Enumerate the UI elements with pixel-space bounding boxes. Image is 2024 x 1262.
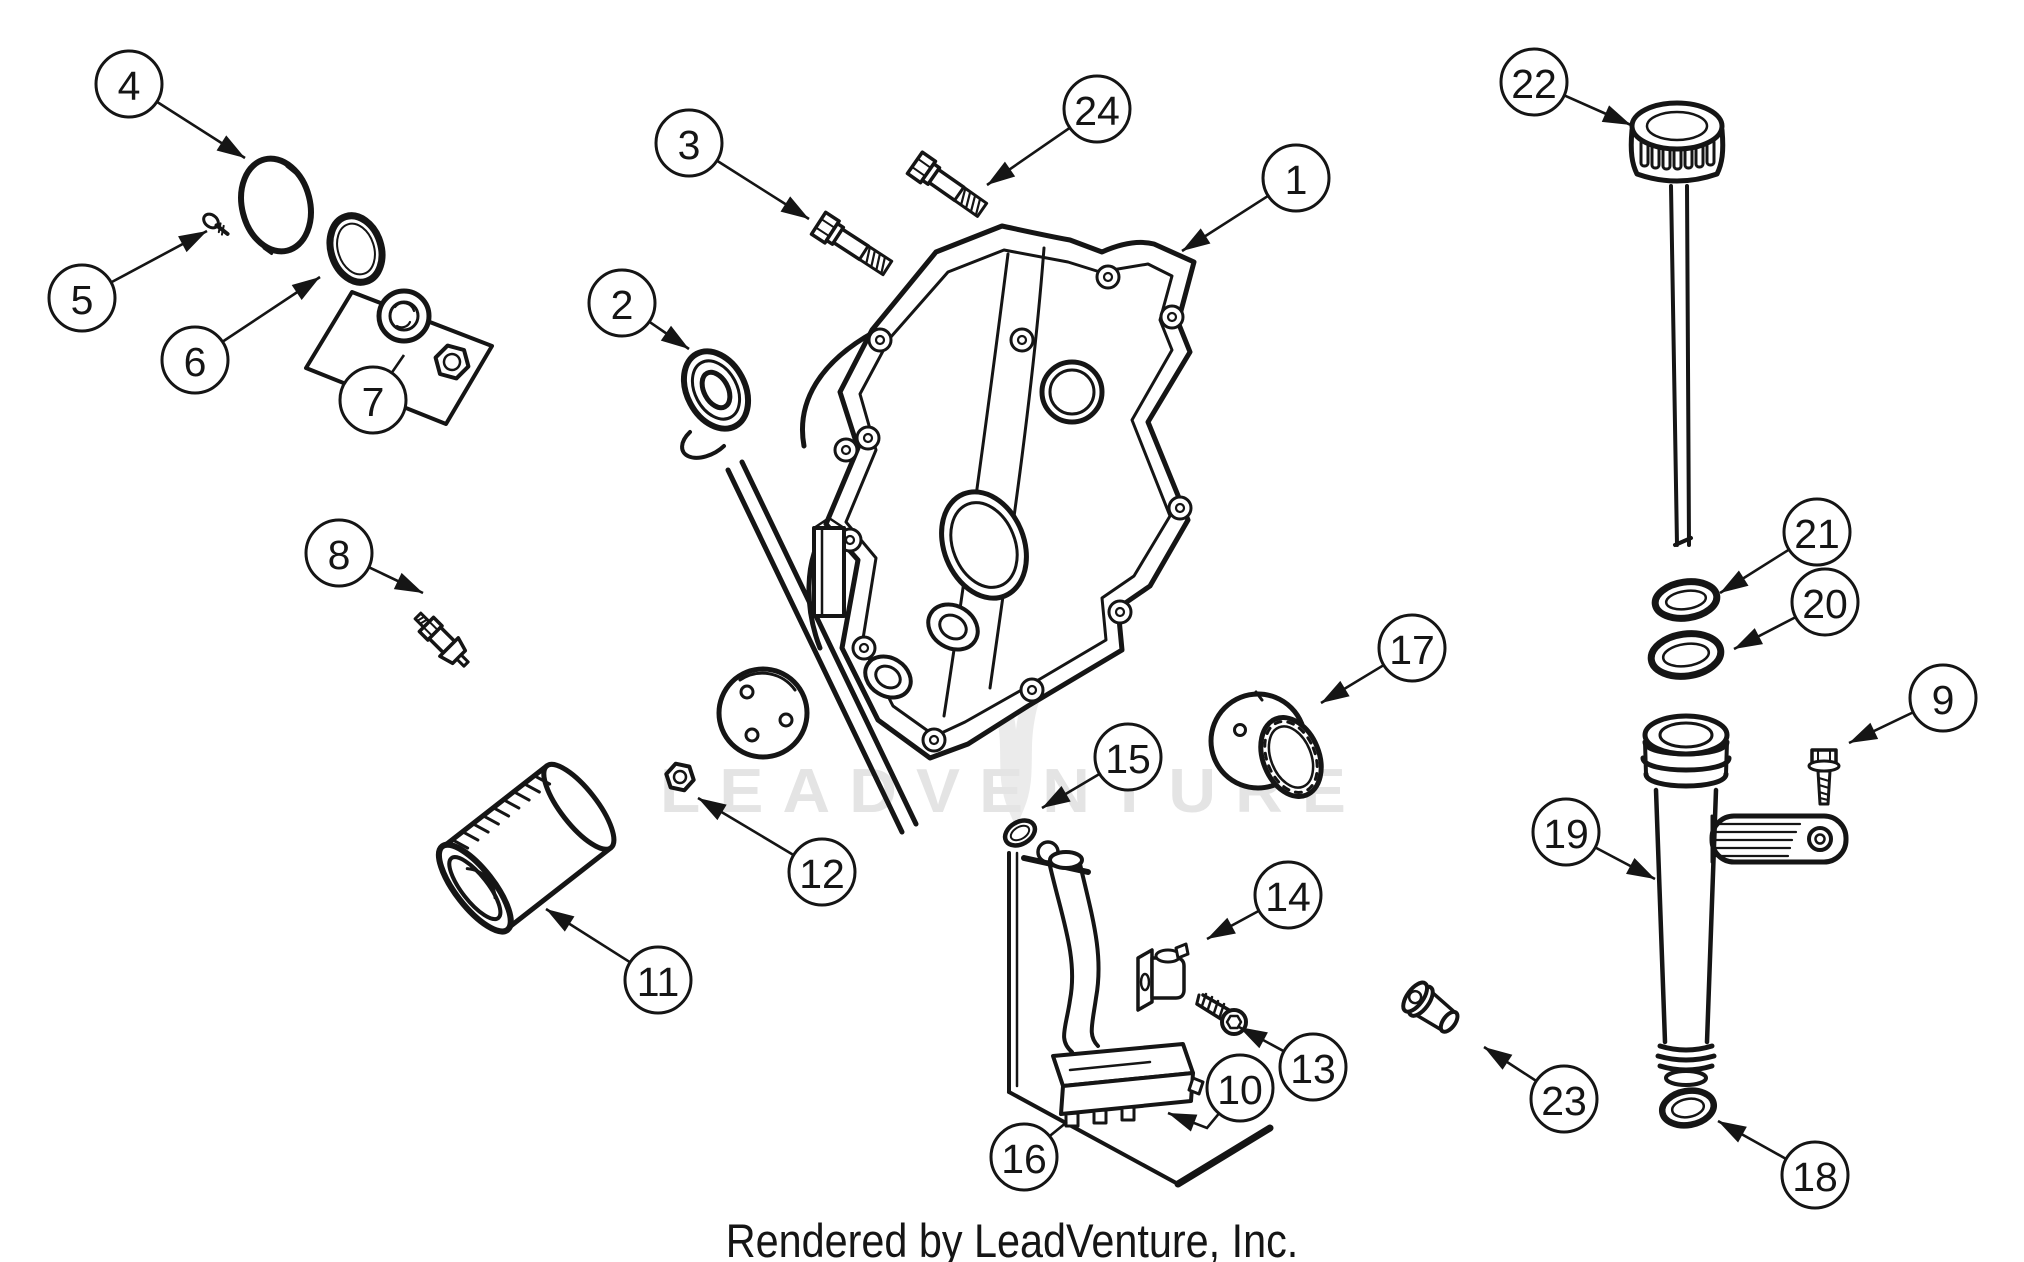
part-bracket-bolt — [1195, 992, 1248, 1036]
callout-number-5[interactable]: 5 — [71, 277, 94, 323]
callout-20[interactable]: 20 — [1733, 567, 1860, 651]
callout-number-20[interactable]: 20 — [1802, 581, 1848, 627]
callout-number-8[interactable]: 8 — [328, 532, 351, 578]
part-bolt-24 — [905, 150, 992, 223]
callout-number-4[interactable]: 4 — [118, 63, 141, 109]
callout-number-1[interactable]: 1 — [1285, 157, 1308, 203]
callout-15[interactable]: 15 — [1041, 722, 1163, 810]
callout-number-16[interactable]: 16 — [1001, 1136, 1047, 1182]
part-small-screw — [202, 212, 230, 236]
callout-13[interactable]: 13 — [1238, 1025, 1348, 1102]
part-oil-seal — [680, 348, 752, 432]
part-oring-20 — [1647, 630, 1725, 680]
callout-2[interactable]: 2 — [587, 268, 690, 351]
callout-10[interactable]: 10 — [1167, 1053, 1275, 1132]
callout-5[interactable]: 5 — [47, 229, 208, 333]
callout-4[interactable]: 4 — [94, 49, 246, 160]
part-bushing — [1208, 690, 1324, 799]
callout-9[interactable]: 9 — [1848, 663, 1978, 745]
callout-number-22[interactable]: 22 — [1511, 61, 1557, 107]
part-oil-seal-lip — [680, 430, 726, 460]
callout-number-17[interactable]: 17 — [1389, 627, 1435, 673]
part-oring-21 — [1651, 578, 1721, 622]
callout-number-24[interactable]: 24 — [1074, 88, 1120, 134]
callout-number-14[interactable]: 14 — [1265, 874, 1311, 920]
callout-3[interactable]: 3 — [654, 108, 810, 221]
callout-17[interactable]: 17 — [1320, 613, 1447, 705]
callout-number-21[interactable]: 21 — [1794, 511, 1840, 557]
part-oring-18 — [1658, 1087, 1718, 1129]
part-oil-filter — [435, 761, 617, 935]
callout-14[interactable]: 14 — [1206, 860, 1323, 941]
callout-number-13[interactable]: 13 — [1290, 1046, 1336, 1092]
part-nut — [664, 761, 696, 793]
callout-18[interactable]: 18 — [1717, 1119, 1850, 1210]
callout-1[interactable]: 1 — [1181, 143, 1331, 253]
callout-24[interactable]: 24 — [986, 74, 1132, 187]
callout-number-23[interactable]: 23 — [1541, 1078, 1587, 1124]
callout-number-19[interactable]: 19 — [1543, 811, 1589, 857]
callout-6[interactable]: 6 — [160, 275, 321, 395]
callout-number-15[interactable]: 15 — [1105, 736, 1151, 782]
part-bearing-kit-plate — [304, 288, 494, 426]
callout-21[interactable]: 21 — [1719, 497, 1852, 595]
callout-number-12[interactable]: 12 — [799, 851, 845, 897]
part-gearcase-cover — [716, 223, 1197, 835]
part-clamp-bracket — [1136, 942, 1190, 1012]
callout-7[interactable]: 7 — [338, 354, 408, 435]
callout-number-6[interactable]: 6 — [184, 339, 207, 385]
callout-23[interactable]: 23 — [1483, 1045, 1599, 1134]
part-dipstick-tube — [1640, 713, 1849, 1087]
footer-credit: Rendered by LeadVenture, Inc. — [725, 1214, 1299, 1262]
callout-number-9[interactable]: 9 — [1932, 677, 1955, 723]
callout-number-2[interactable]: 2 — [611, 282, 634, 328]
callout-number-11[interactable]: 11 — [637, 959, 680, 1005]
part-cap-disc — [238, 155, 314, 256]
callout-number-7[interactable]: 7 — [362, 379, 385, 425]
callout-19[interactable]: 19 — [1531, 797, 1656, 881]
callout-8[interactable]: 8 — [304, 518, 424, 595]
part-plug — [1401, 980, 1460, 1034]
part-oil-pressure-switch — [413, 611, 470, 668]
callout-16[interactable]: 16 — [989, 1120, 1068, 1192]
part-bolt-3 — [809, 210, 897, 281]
callout-number-10[interactable]: 10 — [1217, 1067, 1263, 1113]
part-oring-15 — [1002, 818, 1038, 848]
callout-number-3[interactable]: 3 — [678, 122, 701, 168]
callout-12[interactable]: 12 — [697, 796, 857, 907]
callout-11[interactable]: 11 — [545, 907, 693, 1015]
part-oring-6 — [326, 212, 386, 286]
artwork-layer — [202, 100, 1849, 1188]
part-dipstick — [1628, 100, 1726, 547]
part-tube-screw — [1807, 748, 1841, 806]
part-oil-pickup — [1007, 840, 1274, 1188]
callout-22[interactable]: 22 — [1499, 47, 1632, 127]
callout-number-18[interactable]: 18 — [1792, 1154, 1838, 1200]
